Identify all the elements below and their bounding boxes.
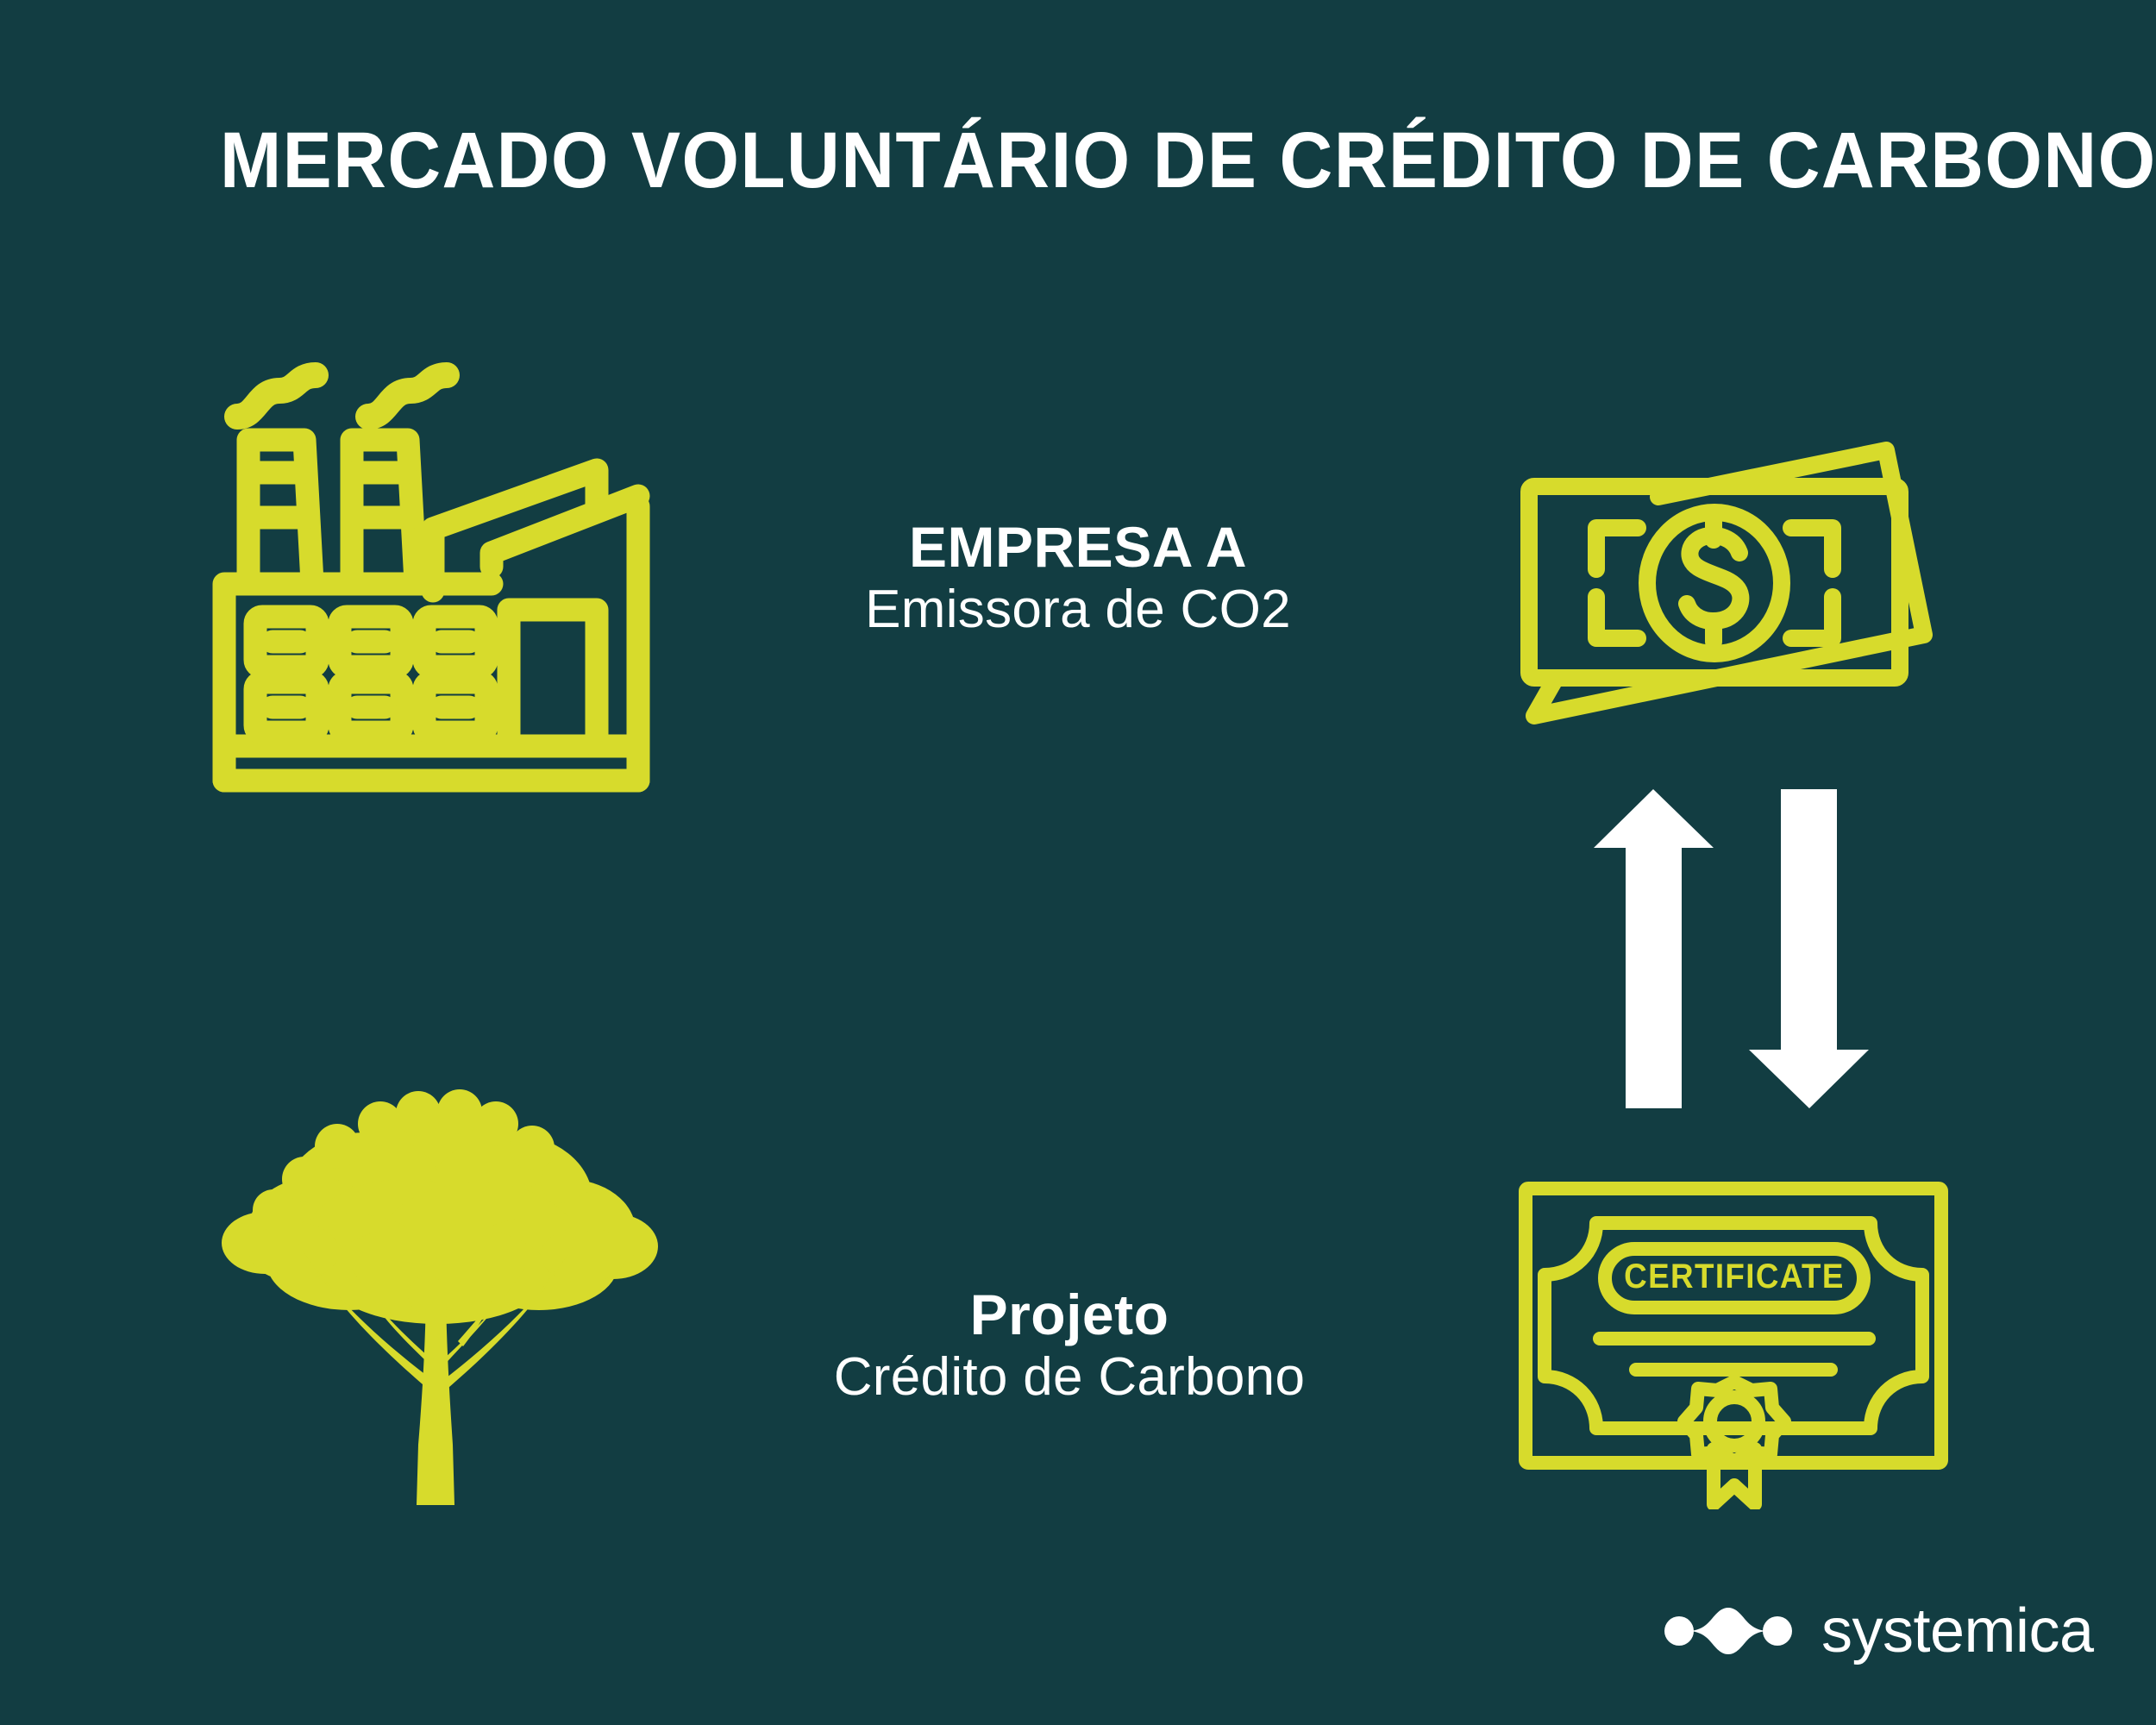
certificate-label: CERTIFICATE (1624, 1258, 1845, 1296)
arrow-up-shape (1594, 789, 1714, 1108)
systemica-logo-mark-icon (1664, 1608, 1792, 1654)
money-banknotes-icon (1514, 431, 1953, 742)
brand-wordmark: systemica (1821, 1596, 2094, 1665)
factory-icon (207, 349, 655, 806)
brand-logo: systemica (1664, 1600, 2094, 1662)
tree-icon (211, 1082, 660, 1514)
node-label-projeto: Projeto Crédito de Carbono (716, 1283, 1423, 1407)
page-title: MERCADO VOLUNTÁRIO DE CRÉDITO DE CARBONO (220, 116, 2156, 204)
up-down-exchange-arrows-icon (1591, 781, 1871, 1117)
arrow-down-shape (1749, 789, 1869, 1108)
empresa-subtitle: Emissora de CO2 (865, 579, 1291, 639)
empresa-title: EMPRESA A (909, 515, 1247, 579)
certificate-icon: CERTIFICATE (1514, 1173, 1953, 1511)
projeto-subtitle: Crédito de Carbono (833, 1346, 1306, 1407)
projeto-title: Projeto (969, 1283, 1169, 1346)
node-label-empresa: EMPRESA A Emissora de CO2 (750, 515, 1406, 639)
